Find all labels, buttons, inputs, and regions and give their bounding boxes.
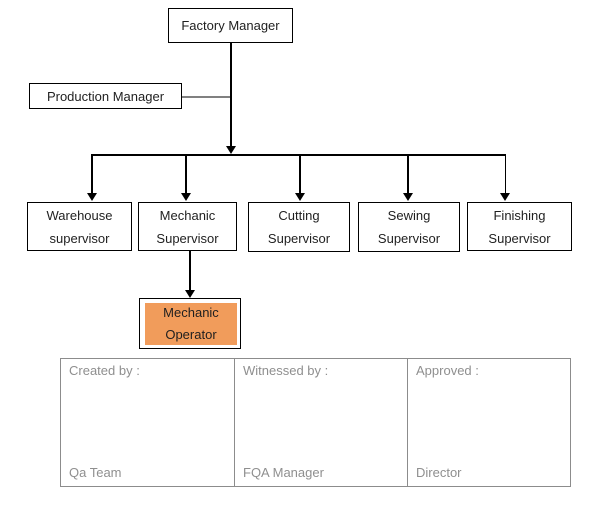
- drop-line-finishing: [504, 154, 506, 193]
- arrowhead-sewing-icon: [403, 193, 413, 201]
- connector-factory-down: [230, 43, 232, 146]
- node-cutting-supervisor[interactable]: Cutting Supervisor: [248, 202, 350, 252]
- signoff-label: Witnessed by :: [243, 363, 329, 378]
- node-label: Sewing Supervisor: [377, 208, 441, 246]
- connector-production-side: [182, 96, 230, 98]
- signoff-cell-witnessed[interactable]: Witnessed by : FQA Manager: [235, 359, 408, 486]
- drop-line-mechanic: [185, 154, 187, 193]
- arrowhead-branch-icon: [226, 146, 236, 154]
- node-label: Factory Manager: [181, 18, 280, 33]
- arrowhead-mechanic-icon: [181, 193, 191, 201]
- arrowhead-warehouse-icon: [87, 193, 97, 201]
- signoff-value: FQA Manager: [243, 465, 324, 480]
- arrowhead-finishing-icon: [500, 193, 510, 201]
- drop-line-warehouse: [91, 154, 93, 193]
- node-production-manager[interactable]: Production Manager: [29, 83, 182, 109]
- drop-line-operator: [189, 251, 191, 290]
- node-finishing-supervisor[interactable]: Finishing Supervisor: [467, 202, 572, 251]
- node-label: Mechanic Operator: [163, 305, 219, 342]
- signoff-value: Qa Team: [69, 465, 122, 480]
- signoff-cell-approved[interactable]: Approved : Director: [408, 359, 570, 486]
- arrowhead-cutting-icon: [295, 193, 305, 201]
- node-label: Production Manager: [46, 88, 165, 104]
- drop-line-cutting: [299, 154, 301, 193]
- signoff-value: Director: [416, 465, 462, 480]
- node-label: Warehouse supervisor: [46, 207, 113, 246]
- node-warehouse-supervisor[interactable]: Warehouse supervisor: [27, 202, 132, 251]
- signoff-label: Created by :: [69, 363, 140, 378]
- node-mechanic-operator[interactable]: Mechanic Operator: [139, 298, 241, 349]
- node-label: Finishing Supervisor: [488, 207, 551, 246]
- arrowhead-operator-icon: [185, 290, 195, 298]
- node-label: Mechanic Supervisor: [156, 207, 219, 246]
- signoff-table: Created by : Qa Team Witnessed by : FQA …: [60, 358, 571, 487]
- node-factory-manager[interactable]: Factory Manager: [168, 8, 293, 43]
- signoff-label: Approved :: [416, 363, 479, 378]
- node-label: Cutting Supervisor: [267, 208, 331, 246]
- operator-highlight-fill: Mechanic Operator: [145, 303, 237, 345]
- drop-line-sewing: [407, 154, 409, 193]
- signoff-cell-created[interactable]: Created by : Qa Team: [61, 359, 235, 486]
- node-mechanic-supervisor[interactable]: Mechanic Supervisor: [138, 202, 237, 251]
- node-sewing-supervisor[interactable]: Sewing Supervisor: [358, 202, 460, 252]
